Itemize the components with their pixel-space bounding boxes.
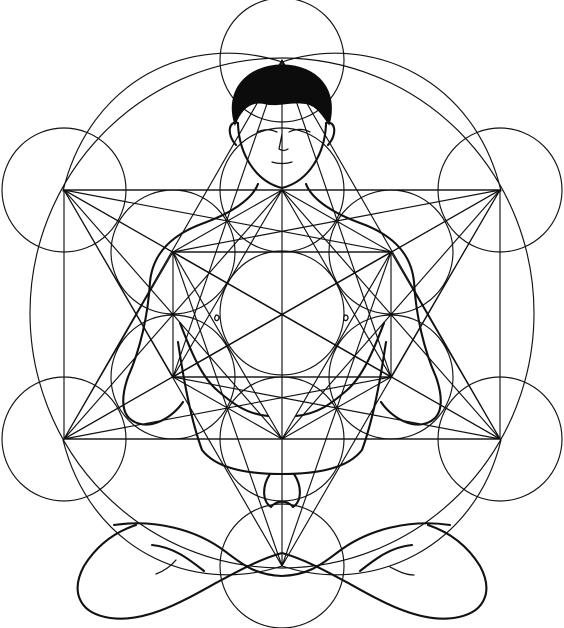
sacred-geometry-meditation-illustration [0,0,564,628]
illustration-canvas [0,0,564,628]
